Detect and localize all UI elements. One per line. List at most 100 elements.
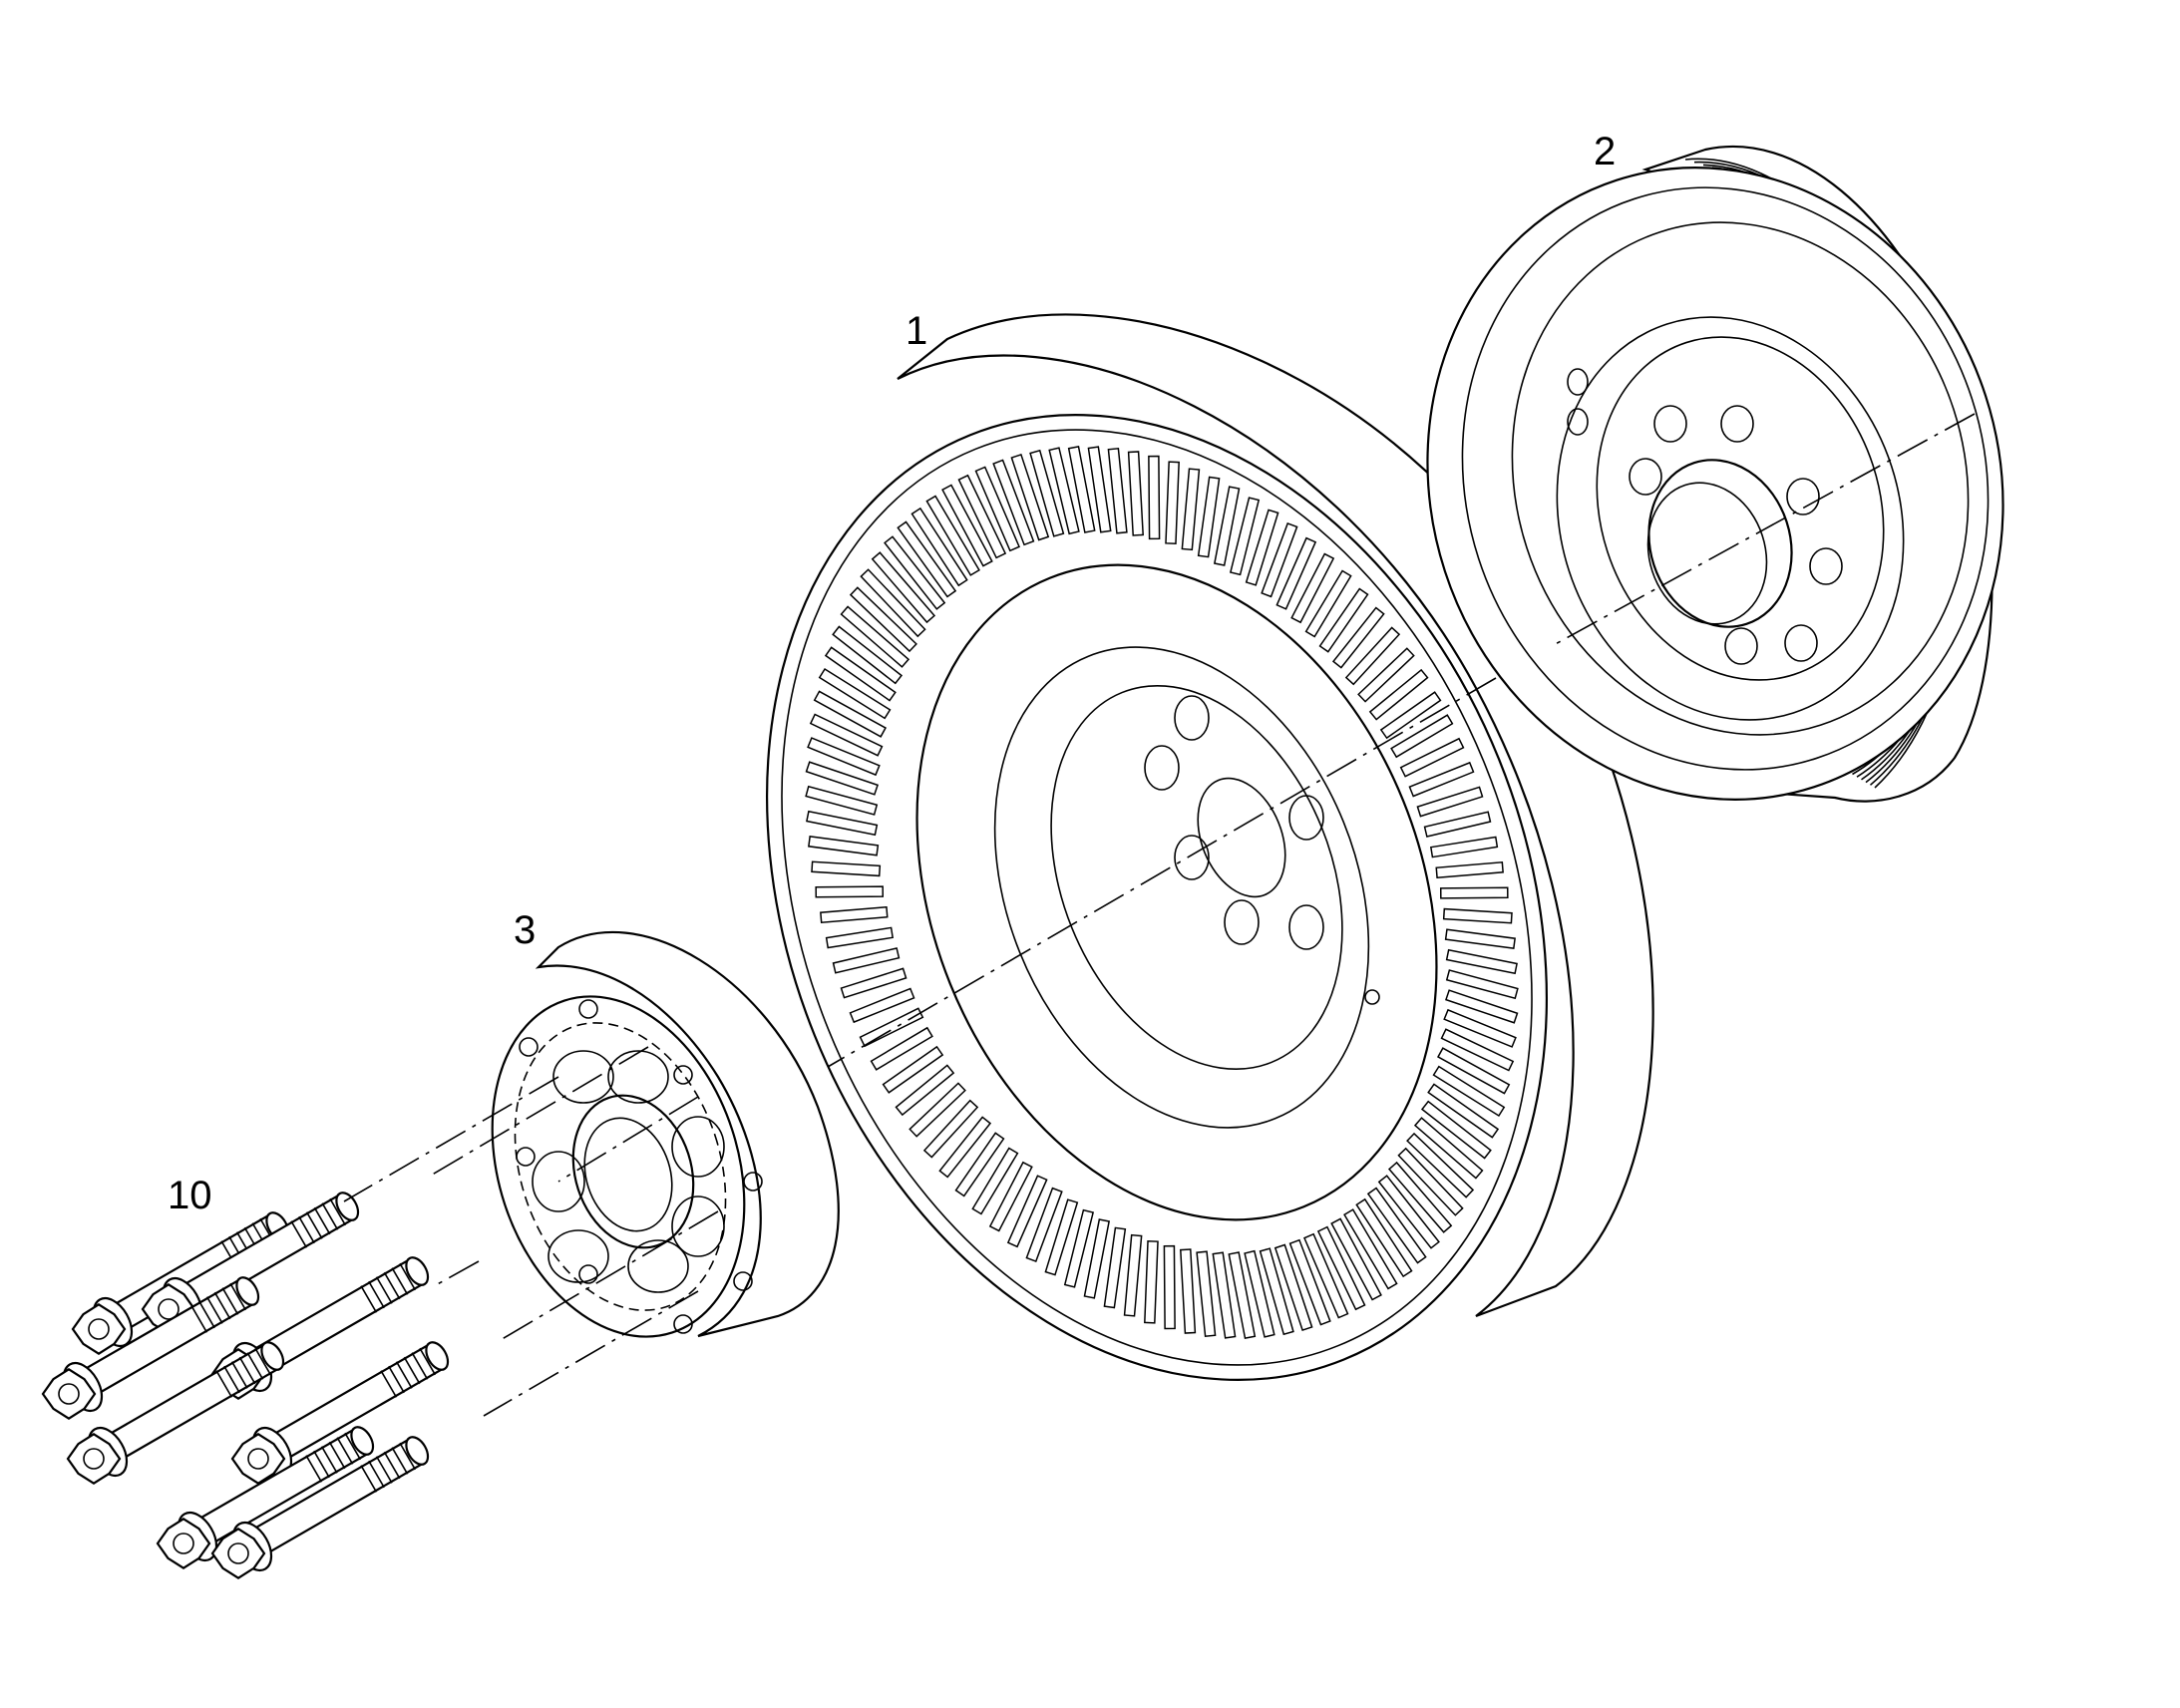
bolt-thread xyxy=(395,1361,413,1389)
callout-2: 2 xyxy=(1594,130,1616,173)
flywheel-tooth xyxy=(897,520,957,598)
bolt-thread xyxy=(388,1365,405,1394)
flywheel-tooth xyxy=(1429,836,1499,858)
bolt-thread xyxy=(321,1202,339,1230)
bolt-thread xyxy=(391,1267,409,1295)
flywheel-tooth xyxy=(1440,1028,1515,1072)
flywheel-tooth xyxy=(1302,1232,1349,1319)
flywheel-tooth xyxy=(1432,1065,1506,1118)
flywheel-tooth xyxy=(1196,1250,1217,1338)
flywheel-tooth xyxy=(849,987,915,1024)
flywheel-tooth xyxy=(910,507,968,587)
flywheel-tooth xyxy=(1416,786,1484,818)
flywheel-tooth xyxy=(1212,1251,1237,1339)
flywheel-tooth xyxy=(1368,668,1429,721)
flywheel-tooth xyxy=(808,836,880,856)
bolt-tip xyxy=(405,1436,430,1466)
callout-1: 1 xyxy=(906,309,927,353)
flywheel-tooth xyxy=(840,605,910,668)
bolt-head xyxy=(71,1302,127,1356)
flywheel-tooth xyxy=(1444,928,1516,949)
bolt-head-center xyxy=(88,1318,110,1340)
pulley-part xyxy=(1426,145,2004,803)
flywheel-tooth xyxy=(1288,1238,1331,1326)
bolt-thread xyxy=(403,1356,421,1385)
flywheel-tooth xyxy=(1228,1251,1257,1340)
bolt-head-center xyxy=(173,1533,194,1554)
bolt-thread xyxy=(215,1370,233,1398)
flywheel-tooth xyxy=(1244,1249,1275,1338)
flywheel-tooth xyxy=(1148,455,1161,540)
assembly-axes xyxy=(343,413,1976,1417)
flywheel-tooth xyxy=(805,785,879,816)
bolt xyxy=(156,1426,375,1570)
flywheel-tooth xyxy=(884,535,946,610)
flywheel-tooth xyxy=(1344,626,1401,686)
flywheel-tooth xyxy=(1213,486,1241,566)
bolt-head-center xyxy=(83,1448,105,1470)
flywheel-tooth xyxy=(1379,691,1442,740)
bolt-thread xyxy=(328,1441,346,1470)
flywheel-tooth xyxy=(1413,1117,1484,1180)
bolt-thread xyxy=(198,1300,215,1329)
flywheel-tooth xyxy=(809,713,884,757)
bolt-thread xyxy=(213,1291,231,1320)
bolt-thread xyxy=(419,1347,437,1376)
flywheel-tooth xyxy=(988,1161,1033,1232)
flywheel-tooth xyxy=(1127,451,1144,536)
flywheel-tooth xyxy=(1439,886,1509,899)
flywheel-tooth xyxy=(1408,761,1475,798)
bolt-head-center xyxy=(158,1298,180,1320)
flywheel-tooth xyxy=(992,459,1035,546)
bolt-thread xyxy=(298,1215,315,1244)
flywheel-tooth xyxy=(840,967,908,999)
bolt-thread xyxy=(205,1296,223,1324)
bolt-thread xyxy=(383,1271,401,1300)
flywheel-tooth xyxy=(974,466,1021,552)
flywheel-tooth xyxy=(825,926,895,949)
flywheel-tooth xyxy=(1445,969,1519,1000)
bolt-thread xyxy=(329,1197,347,1226)
bolt-thread xyxy=(305,1455,323,1483)
flywheel-tooth xyxy=(1181,468,1201,551)
flywheel-tooth xyxy=(1318,587,1369,653)
flywheel-tooth xyxy=(1442,907,1513,924)
flywheel-tooth xyxy=(1144,1240,1159,1324)
flywheel-tooth xyxy=(1290,552,1335,624)
bolt-head-center xyxy=(58,1383,80,1405)
bolt-thread xyxy=(399,1262,417,1291)
flywheel-tooth xyxy=(1330,1217,1382,1301)
bolt-thread xyxy=(320,1446,338,1474)
bolt xyxy=(230,1341,450,1486)
flywheel-tooth xyxy=(1259,1247,1294,1336)
flywheel-tooth xyxy=(832,947,901,974)
bolt-thread xyxy=(368,1460,385,1489)
bolt-thread xyxy=(238,1356,256,1385)
flywheel-tooth xyxy=(922,1099,979,1159)
bolt-thread xyxy=(399,1442,417,1471)
bolt-thread xyxy=(391,1447,409,1475)
bolt-set xyxy=(41,1192,450,1580)
bolt-thread xyxy=(411,1352,429,1380)
flywheel-tooth xyxy=(813,690,888,738)
flywheel-tooth xyxy=(1029,449,1065,537)
bolt-tip xyxy=(350,1426,375,1456)
bolt xyxy=(66,1341,285,1486)
bolt-head xyxy=(41,1367,97,1421)
flywheel-tooth xyxy=(1399,737,1465,778)
flywheel-tooth xyxy=(957,474,1007,559)
flywheel-tooth xyxy=(1436,1047,1511,1095)
flywheel-tooth xyxy=(1010,453,1050,541)
flywheel-tooth xyxy=(1063,1208,1095,1288)
bolt-tip xyxy=(405,1256,430,1286)
callout-3: 3 xyxy=(514,908,536,952)
bolt-thread xyxy=(380,1370,398,1398)
flywheel-tooth xyxy=(870,1026,933,1071)
bolt-thread xyxy=(375,1456,393,1484)
bolt-thread xyxy=(336,1437,354,1465)
callout-10: 10 xyxy=(168,1174,212,1217)
flywheel-tooth xyxy=(882,1045,944,1094)
bolt-head-center xyxy=(227,1542,249,1564)
flywheel-tooth xyxy=(895,1064,955,1117)
flywheel-tooth xyxy=(824,646,897,702)
